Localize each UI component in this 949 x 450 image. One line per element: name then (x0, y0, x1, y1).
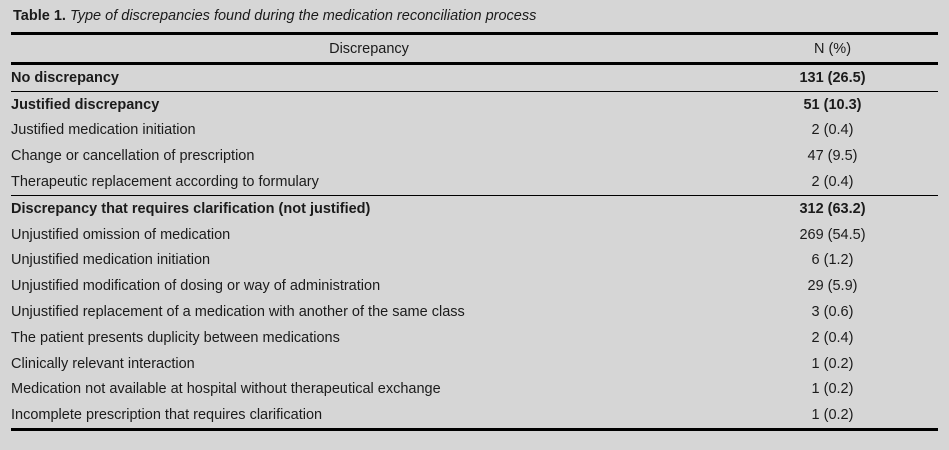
column-header-n-percent: N (%) (813, 40, 852, 57)
row-value: 1 (0.2) (811, 381, 854, 398)
row-value: 1 (0.2) (811, 407, 854, 424)
row-value: 29 (5.9) (807, 278, 858, 295)
rule-bottom-container (0, 428, 949, 432)
row-value: 1 (0.2) (811, 355, 854, 372)
table-row: Unjustified omission of medication 269 (5… (11, 222, 938, 248)
row-label: No discrepancy (11, 69, 119, 86)
table-row: Therapeutic replacement according to for… (11, 169, 938, 195)
table-head: Discrepancy N (%) (11, 35, 938, 62)
row-value: 2 (0.4) (811, 174, 854, 191)
table-row: The patient presents duplicity between m… (11, 325, 938, 351)
row-value: 51 (10.3) (727, 90, 938, 118)
rule-below-header (11, 62, 938, 65)
discrepancy-table-body: No discrepancy 131 (26.5) Justified discre… (11, 65, 938, 428)
row-value: 269 (54.5) (799, 226, 866, 243)
row-label: Unjustified medication initiation (11, 252, 211, 269)
row-label: Unjustified replacement of a medication … (11, 304, 465, 321)
table-row: No discrepancy 131 (26.5) (11, 65, 938, 91)
table-row: Incomplete prescription that requires cl… (11, 402, 938, 428)
row-label: Unjustified omission of medication (11, 226, 231, 243)
row-value: 2 (0.4) (811, 329, 854, 346)
discrepancy-table: Discrepancy N (%) (11, 35, 938, 62)
row-label: Justified medication initiation (11, 122, 196, 139)
rule-above-header (11, 32, 938, 35)
rule-top-container (0, 32, 949, 35)
table-row: Justified medication initiation 2 (0.4) (11, 118, 938, 144)
table-row: Unjustified medication initiation 6 (1.2) (11, 248, 938, 274)
row-value: 47 (9.5) (807, 148, 858, 165)
row-label: Medication not available at hospital wit… (11, 381, 441, 398)
row-label: Unjustified modification of dosing or wa… (11, 278, 381, 295)
row-value: 131 (26.5) (799, 69, 866, 86)
row-label: Discrepancy that requires clarification … (11, 194, 727, 222)
row-value: 6 (1.2) (811, 252, 854, 269)
row-value: 312 (63.2) (727, 194, 938, 222)
rule-table-bottom (11, 428, 938, 432)
row-label: Incomplete prescription that requires cl… (11, 407, 323, 424)
table-caption: Table 1. Type of discrepancies found dur… (0, 0, 949, 26)
table-row: Change or cancellation of prescription 47… (11, 143, 938, 169)
row-label: Change or cancellation of prescription (11, 148, 255, 165)
column-header-discrepancy: Discrepancy (329, 40, 409, 57)
row-label: Clinically relevant interaction (11, 355, 195, 372)
table-row: Clinically relevant interaction 1 (0.2) (11, 351, 938, 377)
table-caption-label: Table 1. (13, 8, 66, 24)
row-value: 2 (0.4) (811, 122, 854, 139)
table-header-row: Discrepancy N (%) (11, 35, 938, 62)
table-row: Unjustified modification of dosing or wa… (11, 273, 938, 299)
table-row: Unjustified replacement of a medication … (11, 299, 938, 325)
row-value: 3 (0.6) (811, 304, 854, 321)
table-row: Medication not available at hospital wit… (11, 377, 938, 403)
row-label: The patient presents duplicity between m… (11, 329, 340, 346)
table-row: Discrepancy that requires clarification … (11, 194, 938, 222)
table-caption-text: Type of discrepancies found during the m… (69, 8, 537, 24)
rule-below-header-container (0, 62, 949, 65)
table-body: No discrepancy 131 (26.5) Justified discre… (11, 65, 938, 428)
row-label: Therapeutic replacement according to for… (11, 174, 319, 191)
row-label: Justified discrepancy (11, 90, 727, 118)
